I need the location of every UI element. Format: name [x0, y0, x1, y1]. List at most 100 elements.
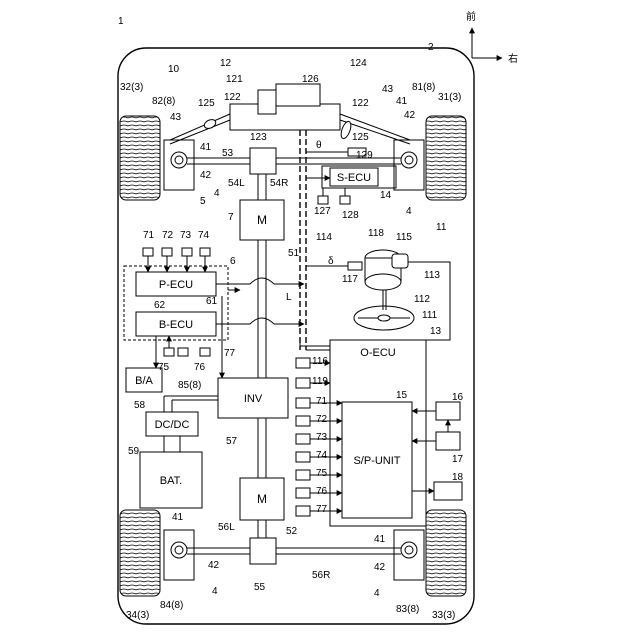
svg-text:81(8): 81(8)	[412, 82, 435, 93]
steering-rack-housing	[230, 104, 340, 130]
wheel-front-left	[120, 116, 160, 200]
front-motor-label: M	[257, 213, 267, 227]
inverter-label: INV	[244, 393, 263, 405]
svg-text:71: 71	[143, 230, 155, 241]
svg-text:7: 7	[228, 212, 234, 223]
svg-text:118: 118	[368, 228, 384, 239]
svg-text:76: 76	[194, 362, 206, 373]
svg-text:15: 15	[396, 390, 408, 401]
wheel-rear-right	[426, 510, 466, 596]
front-direction-label: 前	[466, 10, 476, 23]
svg-text:6: 6	[230, 256, 236, 267]
svg-text:10: 10	[168, 64, 180, 75]
svg-text:129: 129	[356, 150, 373, 161]
svg-text:84(8): 84(8)	[160, 600, 183, 611]
svg-text:73: 73	[180, 230, 192, 241]
ba-label: B/A	[135, 375, 153, 387]
svg-text:85(8): 85(8)	[178, 380, 201, 391]
svg-text:112: 112	[414, 294, 430, 305]
front-differential	[250, 148, 276, 174]
steering-motor-gear	[258, 90, 276, 114]
svg-text:74: 74	[198, 230, 210, 241]
rear-motor-label: M	[257, 492, 267, 506]
svg-text:43: 43	[382, 84, 394, 95]
svg-text:34(3): 34(3)	[126, 610, 149, 621]
svg-text:56R: 56R	[312, 570, 330, 581]
svg-text:42: 42	[404, 110, 416, 121]
svg-text:51: 51	[288, 248, 300, 259]
tie-rod-joint-right	[339, 120, 353, 140]
svg-text:41: 41	[172, 512, 184, 523]
svg-text:75: 75	[316, 468, 328, 479]
svg-text:57: 57	[226, 436, 238, 447]
svg-text:76: 76	[316, 486, 328, 497]
rear-differential	[250, 538, 276, 564]
steering-actuator	[276, 84, 320, 106]
svg-text:41: 41	[200, 142, 212, 153]
svg-text:42: 42	[208, 560, 220, 571]
svg-text:5: 5	[200, 196, 206, 207]
svg-text:4: 4	[374, 588, 380, 599]
svg-text:12: 12	[220, 58, 232, 69]
svg-text:121: 121	[226, 74, 243, 85]
svg-text:43: 43	[170, 112, 182, 123]
svg-text:32(3): 32(3)	[120, 82, 143, 93]
wheel-front-right	[426, 116, 466, 200]
svg-text:74: 74	[316, 450, 328, 461]
svg-text:4: 4	[212, 586, 218, 597]
svg-text:72: 72	[162, 230, 174, 241]
svg-text:128: 128	[342, 210, 359, 221]
svg-text:123: 123	[250, 132, 267, 143]
svg-text:61: 61	[206, 296, 218, 307]
svg-text:75: 75	[158, 362, 170, 373]
svg-text:41: 41	[374, 534, 386, 545]
dcdc-label: DC/DC	[155, 419, 190, 431]
p-ecu-label: P-ECU	[159, 279, 193, 291]
svg-text:18: 18	[452, 472, 464, 483]
sp-unit-label: S/P-UNIT	[353, 455, 400, 467]
svg-text:16: 16	[452, 392, 464, 403]
svg-text:124: 124	[350, 58, 367, 69]
svg-text:13: 13	[430, 326, 442, 337]
svg-text:4: 4	[214, 188, 220, 199]
svg-text:117: 117	[342, 274, 358, 285]
svg-text:59: 59	[128, 446, 140, 457]
hub-carrier-fl	[164, 140, 194, 190]
svg-text:115: 115	[396, 232, 412, 243]
delta-symbol: δ	[328, 256, 334, 267]
svg-text:119: 119	[312, 376, 328, 387]
svg-text:71: 71	[316, 396, 328, 407]
svg-text:2: 2	[428, 42, 434, 53]
line-l-label: L	[286, 292, 292, 303]
hub-carrier-fr	[394, 140, 424, 190]
svg-text:116: 116	[312, 356, 328, 367]
svg-text:72: 72	[316, 414, 328, 425]
svg-text:73: 73	[316, 432, 328, 443]
fig-ref-label: 1	[118, 16, 124, 27]
tie-rod-joint-left	[203, 118, 217, 130]
svg-text:111: 111	[422, 310, 438, 321]
svg-text:56L: 56L	[218, 522, 235, 533]
svg-text:77: 77	[316, 504, 328, 515]
svg-text:54R: 54R	[270, 178, 288, 189]
right-direction-label: 右	[508, 52, 518, 65]
svg-text:114: 114	[316, 232, 332, 243]
svg-text:82(8): 82(8)	[152, 96, 175, 107]
svg-text:113: 113	[424, 270, 440, 281]
svg-text:31(3): 31(3)	[438, 92, 461, 103]
battery-label: BAT.	[160, 475, 182, 487]
svg-text:126: 126	[302, 74, 319, 85]
steering-reaction-motor	[392, 254, 408, 268]
svg-text:77: 77	[224, 348, 236, 359]
svg-text:17: 17	[452, 454, 464, 465]
svg-text:52: 52	[286, 526, 298, 537]
svg-text:58: 58	[134, 400, 146, 411]
wheel-rear-left	[120, 510, 160, 596]
svg-text:14: 14	[380, 190, 392, 201]
o-ecu-label: O-ECU	[360, 347, 396, 359]
svg-text:62: 62	[154, 300, 166, 311]
svg-text:55: 55	[254, 582, 266, 593]
svg-text:127: 127	[314, 206, 331, 217]
svg-text:4: 4	[406, 206, 412, 217]
svg-text:33(3): 33(3)	[432, 610, 455, 621]
